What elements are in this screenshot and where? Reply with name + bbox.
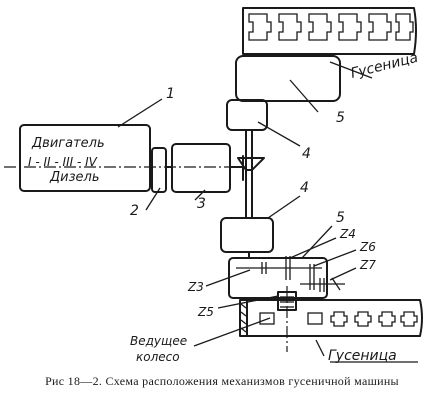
callout-2: 2: [130, 203, 139, 219]
drive-sprocket: [277, 286, 297, 352]
leader-4-upper: [257, 121, 301, 147]
gears-label: I - II - III - IV: [28, 155, 98, 169]
drive-wheel-leader: [193, 317, 271, 347]
leader-5-lower: [301, 225, 333, 259]
main-clutch: [151, 147, 167, 193]
callout-5-upper: 5: [336, 110, 345, 126]
gear-label-z3: Z3: [187, 280, 204, 294]
leader-z4: [289, 237, 337, 259]
callout-4-lower: 4: [300, 180, 309, 196]
leader-3: [194, 189, 206, 201]
leader-z6: [313, 249, 357, 267]
drive-wheel-label-line1: Ведущее: [130, 334, 187, 348]
figure-caption: Рис 18—2. Схема расположения механизмов …: [45, 374, 399, 388]
upper-side-clutch: [226, 99, 268, 131]
gear-label-z7: Z7: [359, 258, 376, 272]
final-drive-gear-train: [236, 256, 345, 292]
leader-5-upper: [289, 79, 319, 113]
callout-1: 1: [166, 86, 175, 102]
leader-z3: [205, 269, 251, 287]
main-vertical-shaft: [245, 129, 253, 219]
callout-5-lower: 5: [336, 210, 345, 226]
gear-label-z6: Z6: [359, 240, 376, 254]
bevel-gear: [237, 155, 265, 181]
gear-label-z4: Z4: [339, 227, 356, 241]
engine-block: [19, 124, 151, 192]
leader-1: [117, 98, 163, 128]
leader-2: [145, 187, 161, 211]
upper-track-leader: [329, 61, 373, 79]
callout-3: 3: [197, 196, 206, 212]
lower-side-clutch: [220, 217, 274, 253]
lower-track-label: Гусеница: [328, 348, 397, 364]
gear-label-z5: Z5: [197, 305, 214, 319]
diesel-label: Дизель: [49, 170, 100, 185]
upper-track: [242, 7, 417, 55]
lower-track: [239, 299, 423, 337]
lower-track-pointer: [315, 339, 325, 357]
callout-4-upper: 4: [302, 146, 311, 162]
drive-wheel-label-line2: колесо: [136, 350, 180, 364]
upper-final-drive: [235, 55, 341, 102]
leader-4-lower: [267, 195, 301, 219]
leader-z7: [329, 267, 357, 281]
engine-label: Двигатель: [31, 136, 105, 151]
gearbox: [171, 143, 231, 193]
